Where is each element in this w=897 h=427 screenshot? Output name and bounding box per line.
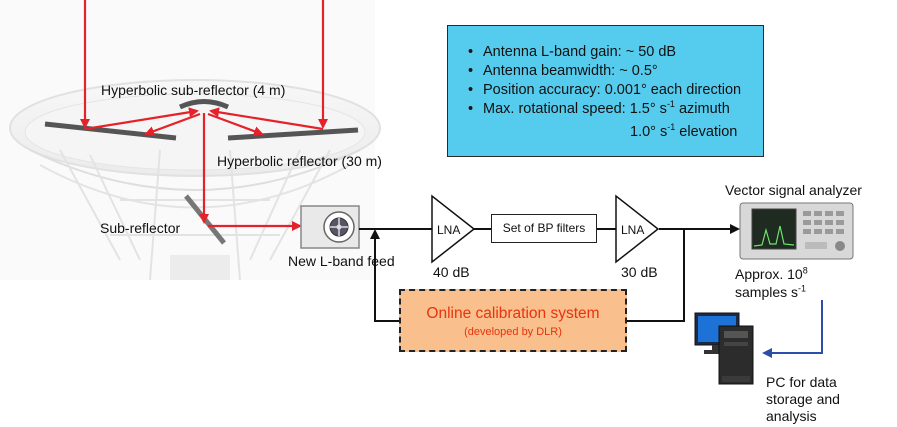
feed-label: New L-band feed — [288, 253, 395, 269]
spec-speed: Max. rotational speed: 1.5° s-1 azimuth — [468, 100, 763, 119]
hyperbolic-subreflector — [178, 99, 230, 110]
pc-data-link — [762, 300, 823, 358]
samples-unit-exponent: -1 — [798, 283, 807, 294]
spec-elevation: 1.0° s-1 elevation — [630, 123, 737, 142]
pc-label-line1: PC for data — [766, 374, 837, 390]
spec-accuracy: Position accuracy: 0.001° each direction — [468, 81, 763, 100]
samples-exponent: 8 — [802, 265, 808, 276]
sub-reflector-label: Sub-reflector — [100, 220, 181, 236]
samples-rate-line1: Approx. 108 — [735, 266, 808, 282]
spec-speed-exp: -1 — [666, 99, 675, 110]
lna-2-amplifier — [615, 194, 660, 264]
signal-chain — [359, 224, 740, 322]
spec-beamwidth: Antenna beamwidth: ~ 0.5° — [468, 62, 763, 81]
spec-speed-prefix: Max. rotational speed: 1.5° s — [483, 101, 667, 117]
lna-1-gain: 40 dB — [433, 264, 470, 280]
antenna-specs-list: Antenna L-band gain: ~ 50 dB Antenna bea… — [448, 26, 763, 119]
samples-rate-line2: samples s-1 — [735, 284, 806, 300]
spec-elevation-exp: -1 — [667, 122, 676, 133]
beam-paths — [80, 0, 328, 231]
l-band-feed — [300, 205, 360, 249]
lna-2-gain: 30 dB — [621, 264, 658, 280]
sub-reflector-4m-label: Hyperbolic sub-reflector (4 m) — [101, 82, 286, 98]
vsa-label: Vector signal analyzer — [725, 182, 862, 198]
pc-label-line3: analysis — [766, 408, 817, 424]
spec-speed-suffix: azimuth — [674, 101, 730, 117]
pc-label-line2: storage and — [766, 391, 840, 407]
antenna-photo — [0, 0, 381, 281]
main-reflector-right — [227, 127, 359, 141]
samples-unit: samples s — [735, 284, 799, 300]
reflector-30m-label: Hyperbolic reflector (30 m) — [217, 153, 382, 169]
spec-elevation-suffix: elevation — [675, 124, 738, 140]
bp-filters-box: Set of BP filters — [491, 214, 597, 243]
calibration-subtitle: (developed by DLR) — [464, 326, 562, 338]
antenna-specs-box: Antenna L-band gain: ~ 50 dB Antenna bea… — [447, 25, 764, 157]
calibration-system-box: Online calibration system (developed by … — [399, 289, 627, 352]
pc-workstation — [694, 312, 754, 385]
spec-elevation-prefix: 1.0° s — [630, 124, 668, 140]
vector-signal-analyzer — [739, 202, 854, 260]
samples-prefix: Approx. 10 — [735, 266, 803, 282]
lna-2-label: LNA — [621, 223, 645, 237]
spec-gain: Antenna L-band gain: ~ 50 dB — [468, 43, 763, 62]
lna-1-amplifier — [431, 194, 476, 264]
calibration-title: Online calibration system — [426, 305, 600, 322]
lna-1-label: LNA — [437, 223, 461, 237]
